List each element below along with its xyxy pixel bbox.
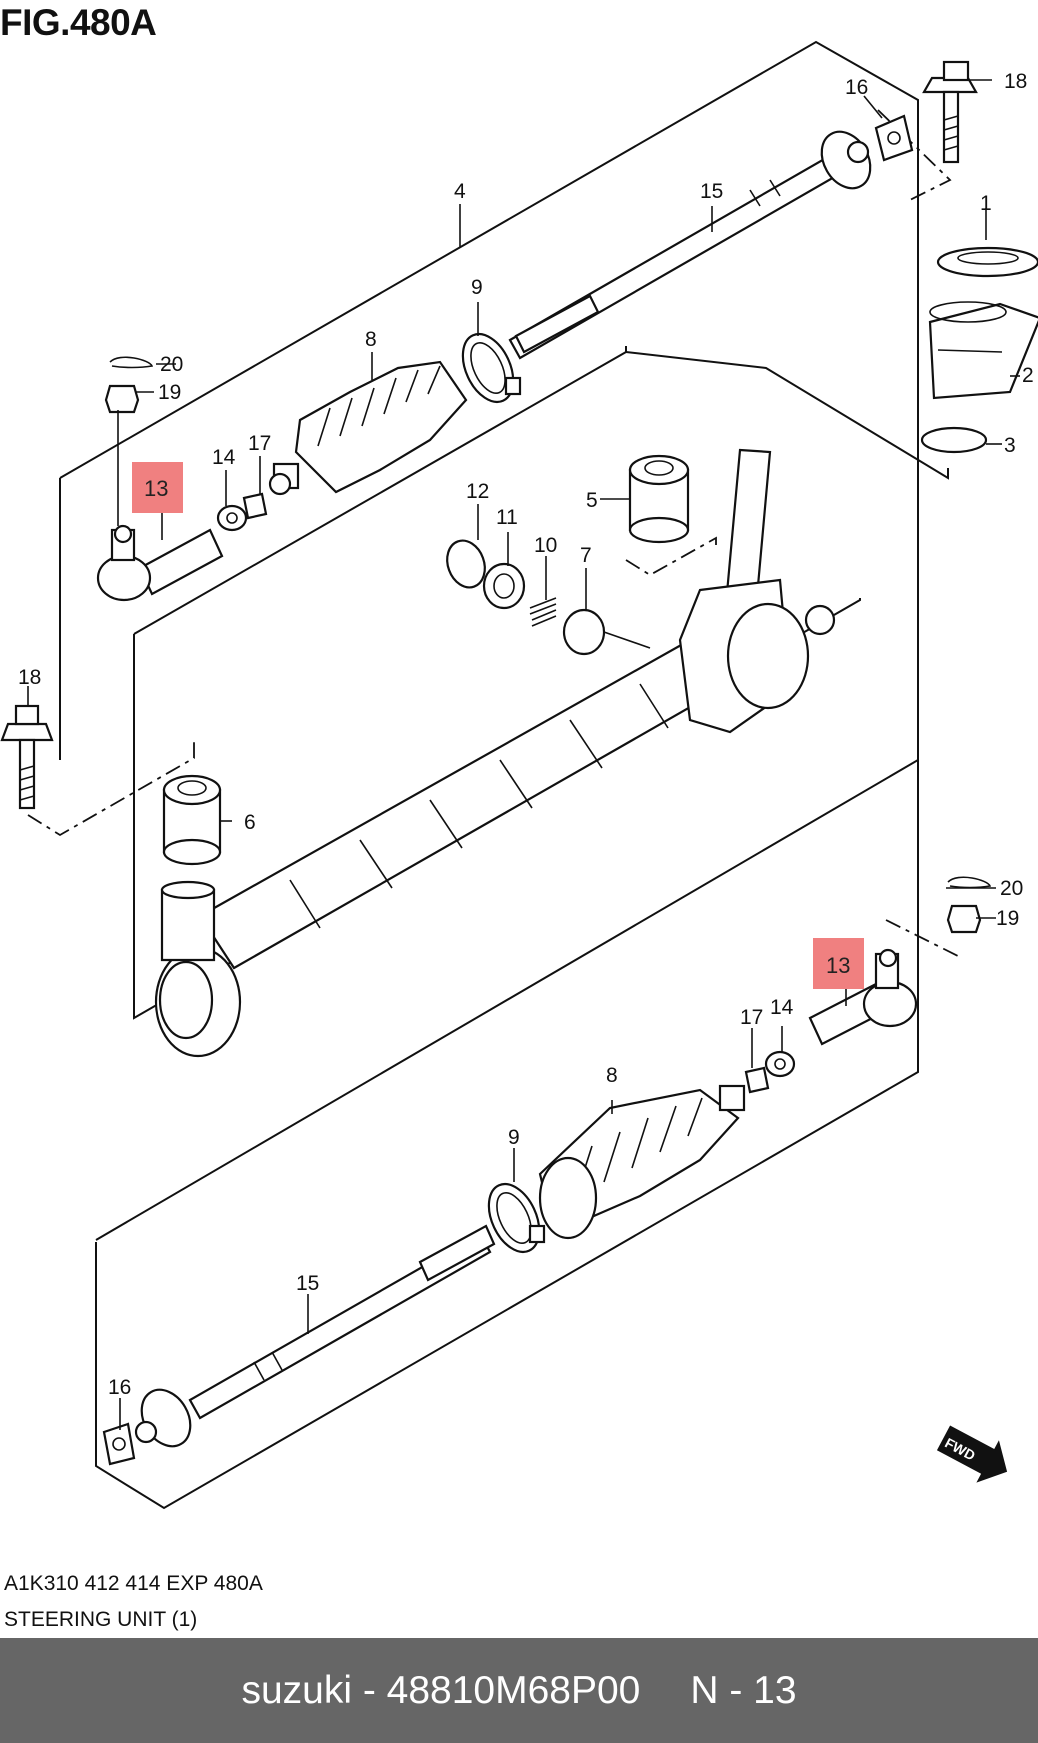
callout-17-bottom: 17 [740,1006,763,1029]
figure-code: A1K310 412 414 EXP 480A [4,1572,263,1595]
inner-tie-rod-bottom [134,1224,496,1448]
callout-10: 10 [534,534,557,557]
callout-labels: 4 15 16 18 1 2 3 9 8 20 19 14 17 12 11 1… [18,70,1034,1399]
callout-15-bottom: 15 [296,1272,319,1295]
clip-top [242,492,268,520]
callout-17-top: 17 [248,432,271,455]
cotter-pin-top [109,356,154,369]
lock-washer-top [874,114,914,162]
callout-6: 6 [244,811,256,834]
callout-5: 5 [586,489,598,512]
steering-rack-housing [154,448,836,1058]
o-ring [920,426,988,454]
callout-2: 2 [1022,364,1034,387]
callout-15-top: 15 [700,180,723,203]
mount-bushing-right [628,454,690,544]
clip-bottom [744,1066,770,1094]
callout-18-left: 18 [18,666,41,689]
callout-9-top: 9 [471,276,483,299]
footer-bar: suzuki - 48810M68P00 N - 13 [0,1638,1038,1743]
fwd-arrow-icon: FWD [936,1425,1008,1483]
tie-rod-end-bottom [808,948,918,1046]
callout-3: 3 [1004,434,1016,457]
highlight-label-13-bottom: 13 [826,953,850,978]
callout-14-bottom: 14 [770,996,794,1019]
footer-part-number: suzuki - 48810M68P00 [241,1668,641,1712]
callout-8-top: 8 [365,328,377,351]
callout-11: 11 [496,506,518,529]
callout-14-top: 14 [212,446,236,469]
footer-reference: N - 13 [690,1668,797,1712]
tie-rod-end-top [96,524,224,602]
highlight-part-13-top[interactable] [132,462,183,513]
lock-washer-bottom [102,1422,136,1466]
figure-caption: STEERING UNIT (1) [4,1608,198,1631]
callout-16-bottom: 16 [108,1376,131,1399]
highlight-part-13-bottom[interactable] [813,938,864,989]
callout-12: 12 [466,480,489,503]
callout-19-bottom: 19 [996,907,1019,930]
rack-boot-top [268,360,468,496]
mounting-bolt-left [0,704,54,810]
castle-nut-top [104,384,140,414]
yoke-spring [529,597,557,627]
callout-19-top: 19 [158,381,181,404]
mounting-bolt-top [922,60,978,164]
callout-4: 4 [454,180,466,203]
yoke-plug-ring [446,539,486,589]
mount-bushing-left [162,774,222,866]
rack-yoke [562,608,651,656]
figure-title: FIG.480A [0,2,157,43]
boot-clamp-bottom [487,1182,546,1254]
callout-8-bottom: 8 [606,1064,618,1087]
yoke-plug [482,562,526,610]
inner-tie-rod-top [508,130,872,360]
lock-nut-top [216,504,248,532]
leader-lines [27,79,1020,1430]
boot-clamp-top [461,332,522,404]
rack-boot-bottom [538,1084,746,1240]
pinion-cover [928,301,1038,400]
callout-7: 7 [580,544,592,567]
callout-20-top: 20 [160,353,183,376]
callout-1: 1 [980,192,992,215]
cotter-pin-bottom [947,876,992,889]
highlight-label-13-top: 13 [144,476,168,501]
pinion-seal [936,246,1038,278]
callout-20-bottom: 20 [1000,877,1023,900]
callout-9-bottom: 9 [508,1126,520,1149]
callout-16-top: 16 [845,76,868,99]
castle-nut-bottom [946,904,982,934]
lock-nut-bottom [764,1050,796,1078]
exploded-parts-diagram: FWD 13 13 [0,40,1038,1510]
callout-18-top: 18 [1004,70,1027,93]
